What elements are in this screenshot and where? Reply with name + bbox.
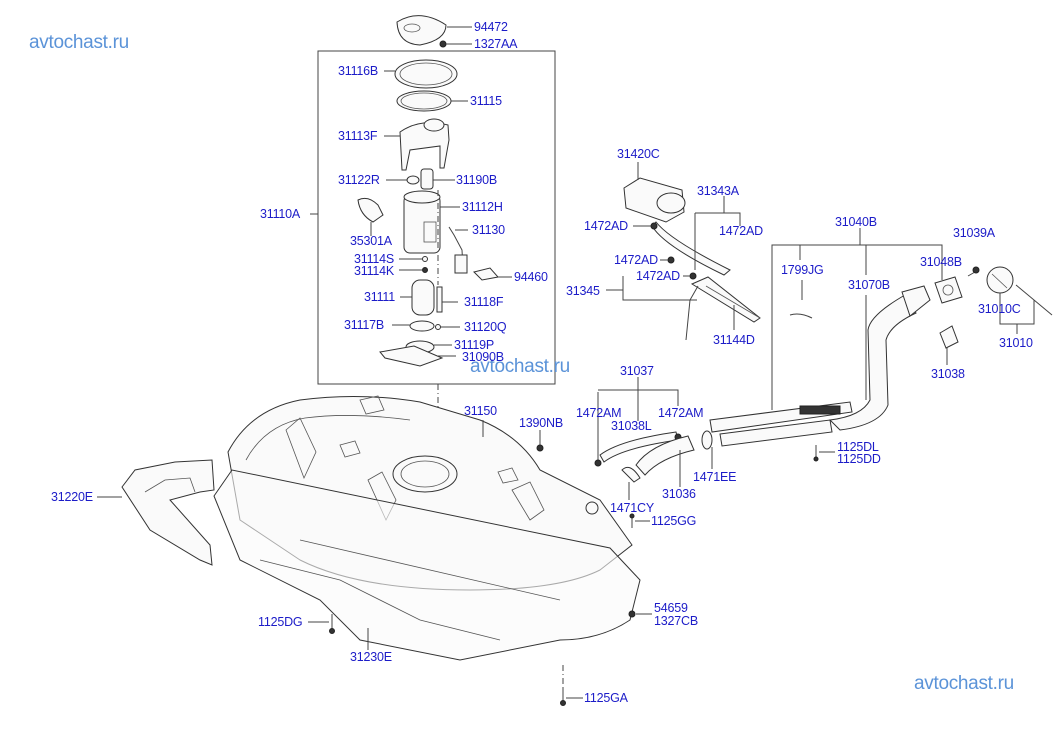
label-31070B[interactable]: 31070B: [848, 278, 890, 292]
part-31117B-ring: [409, 320, 435, 332]
label-1799JG[interactable]: 1799JG: [781, 263, 824, 277]
part-31130-sender: [448, 226, 468, 274]
part-31120Q: [435, 324, 441, 330]
label-31117B[interactable]: 31117B: [344, 318, 385, 332]
label-31144D[interactable]: 31144D: [713, 333, 755, 347]
label-1471EE[interactable]: 1471EE: [693, 470, 737, 484]
part-1799JG-clip: [789, 313, 813, 319]
part-31112H-pump-housing: [403, 190, 460, 254]
part-31118F-tube: [436, 286, 443, 313]
label-1472AD[interactable]: 1472AD: [614, 253, 658, 267]
label-31010C[interactable]: 31010C: [978, 302, 1021, 316]
label-35301A[interactable]: 35301A: [350, 234, 392, 248]
label-1327CB[interactable]: 1327CB: [654, 614, 698, 628]
part-31070B-filler-neck: [828, 285, 931, 431]
clip-1472AD: [667, 256, 675, 264]
label-1125DG[interactable]: 1125DG: [258, 615, 303, 629]
label-31114S[interactable]: 31114S: [354, 252, 395, 266]
label-31220E[interactable]: 31220E: [51, 490, 93, 504]
label-94472[interactable]: 94472: [474, 20, 508, 34]
label-1472AD[interactable]: 1472AD: [584, 219, 628, 233]
part-31230E-under-cover: [213, 469, 641, 661]
nut-1390NB: [536, 430, 544, 452]
label-31040B[interactable]: 31040B: [835, 215, 877, 229]
part-31090B-bracket: [379, 345, 444, 367]
label-1125GA[interactable]: 1125GA: [584, 691, 628, 705]
part-1471CY-clamp: [621, 466, 641, 483]
label-31120Q[interactable]: 31120Q: [464, 320, 507, 334]
label-31038[interactable]: 31038: [931, 367, 965, 381]
label-31110A[interactable]: 31110A: [260, 207, 301, 221]
label-31116B[interactable]: 31116B: [338, 64, 379, 78]
label-1472AM[interactable]: 1472AM: [658, 406, 704, 420]
bolt-1125DL: [813, 445, 835, 462]
part-31040B-filler-pipe: [709, 401, 853, 447]
part-31420C-canister: [623, 162, 686, 223]
part-31114K-ring: [422, 267, 428, 273]
part-31036-hose: [635, 435, 695, 476]
bolt-1125DG: [308, 614, 335, 634]
part-31048B-gasket: [934, 276, 963, 304]
label-1472AD[interactable]: 1472AD: [719, 224, 763, 238]
label-31130[interactable]: 31130: [472, 223, 505, 237]
label-31118F[interactable]: 31118F: [464, 295, 504, 309]
nut-54659: [628, 610, 652, 618]
label-31113F[interactable]: 31113F: [338, 129, 378, 143]
label-31190B[interactable]: 31190B: [456, 173, 497, 187]
bolt-1125GA: [560, 665, 583, 706]
part-1327AA-nut: [439, 40, 472, 48]
part-31038-label: [939, 325, 959, 349]
part-94472-cover: [396, 15, 472, 46]
label-54659[interactable]: 54659: [654, 601, 688, 615]
part-1471EE-clamp: [701, 430, 713, 450]
label-31010[interactable]: 31010: [999, 336, 1033, 350]
watermark: avtochast.ru: [914, 673, 1014, 694]
part-31190B-valve: [420, 168, 434, 190]
label-1125GG[interactable]: 1125GG: [651, 514, 697, 528]
label-31048B[interactable]: 31048B: [920, 255, 962, 269]
label-31111[interactable]: 31111: [364, 290, 395, 304]
label-1472AM[interactable]: 1472AM: [576, 406, 622, 420]
label-31039A[interactable]: 31039A: [953, 226, 995, 240]
label-31343A[interactable]: 31343A: [697, 184, 739, 198]
part-31116B-plate: [384, 59, 458, 89]
label-31038L[interactable]: 31038L: [611, 419, 652, 433]
part-31010C-cap: [986, 266, 1014, 294]
part-31220E-protector: [121, 459, 215, 566]
pump-assembly-frame: [317, 50, 556, 385]
part-94460-float: [473, 267, 512, 281]
label-31037[interactable]: 31037: [620, 364, 654, 378]
label-31114K[interactable]: 31114K: [354, 264, 395, 278]
bolt-1125GG: [629, 513, 650, 528]
watermark: avtochast.ru: [29, 32, 129, 53]
part-31111-filter: [400, 279, 435, 316]
label-31122R[interactable]: 31122R: [338, 173, 380, 187]
label-31119P[interactable]: 31119P: [454, 338, 495, 352]
part-31122R-oring: [406, 175, 420, 185]
label-31150[interactable]: 31150: [464, 404, 497, 418]
label-1471CY[interactable]: 1471CY: [610, 501, 654, 515]
label-1327AA[interactable]: 1327AA: [474, 37, 518, 51]
label-31115[interactable]: 31115: [470, 94, 502, 108]
label-31230E[interactable]: 31230E: [350, 650, 392, 664]
label-1125DD[interactable]: 1125DD: [837, 452, 881, 466]
part-35301A-sensor: [357, 197, 384, 236]
label-1390NB[interactable]: 1390NB: [519, 416, 563, 430]
part-31113F-flange: [384, 118, 450, 171]
label-94460[interactable]: 94460: [514, 270, 548, 284]
label-31036[interactable]: 31036: [662, 487, 696, 501]
part-31114S-ring: [422, 256, 428, 262]
part-31115-gasket: [396, 90, 468, 112]
label-1472AD[interactable]: 1472AD: [636, 269, 680, 283]
label-31112H[interactable]: 31112H: [462, 200, 503, 214]
label-31090B[interactable]: 31090B: [462, 350, 504, 364]
watermark: avtochast.ru: [470, 356, 570, 377]
label-1125DL[interactable]: 1125DL: [837, 440, 879, 454]
label-31345[interactable]: 31345: [566, 284, 600, 298]
label-31420C[interactable]: 31420C: [617, 147, 660, 161]
